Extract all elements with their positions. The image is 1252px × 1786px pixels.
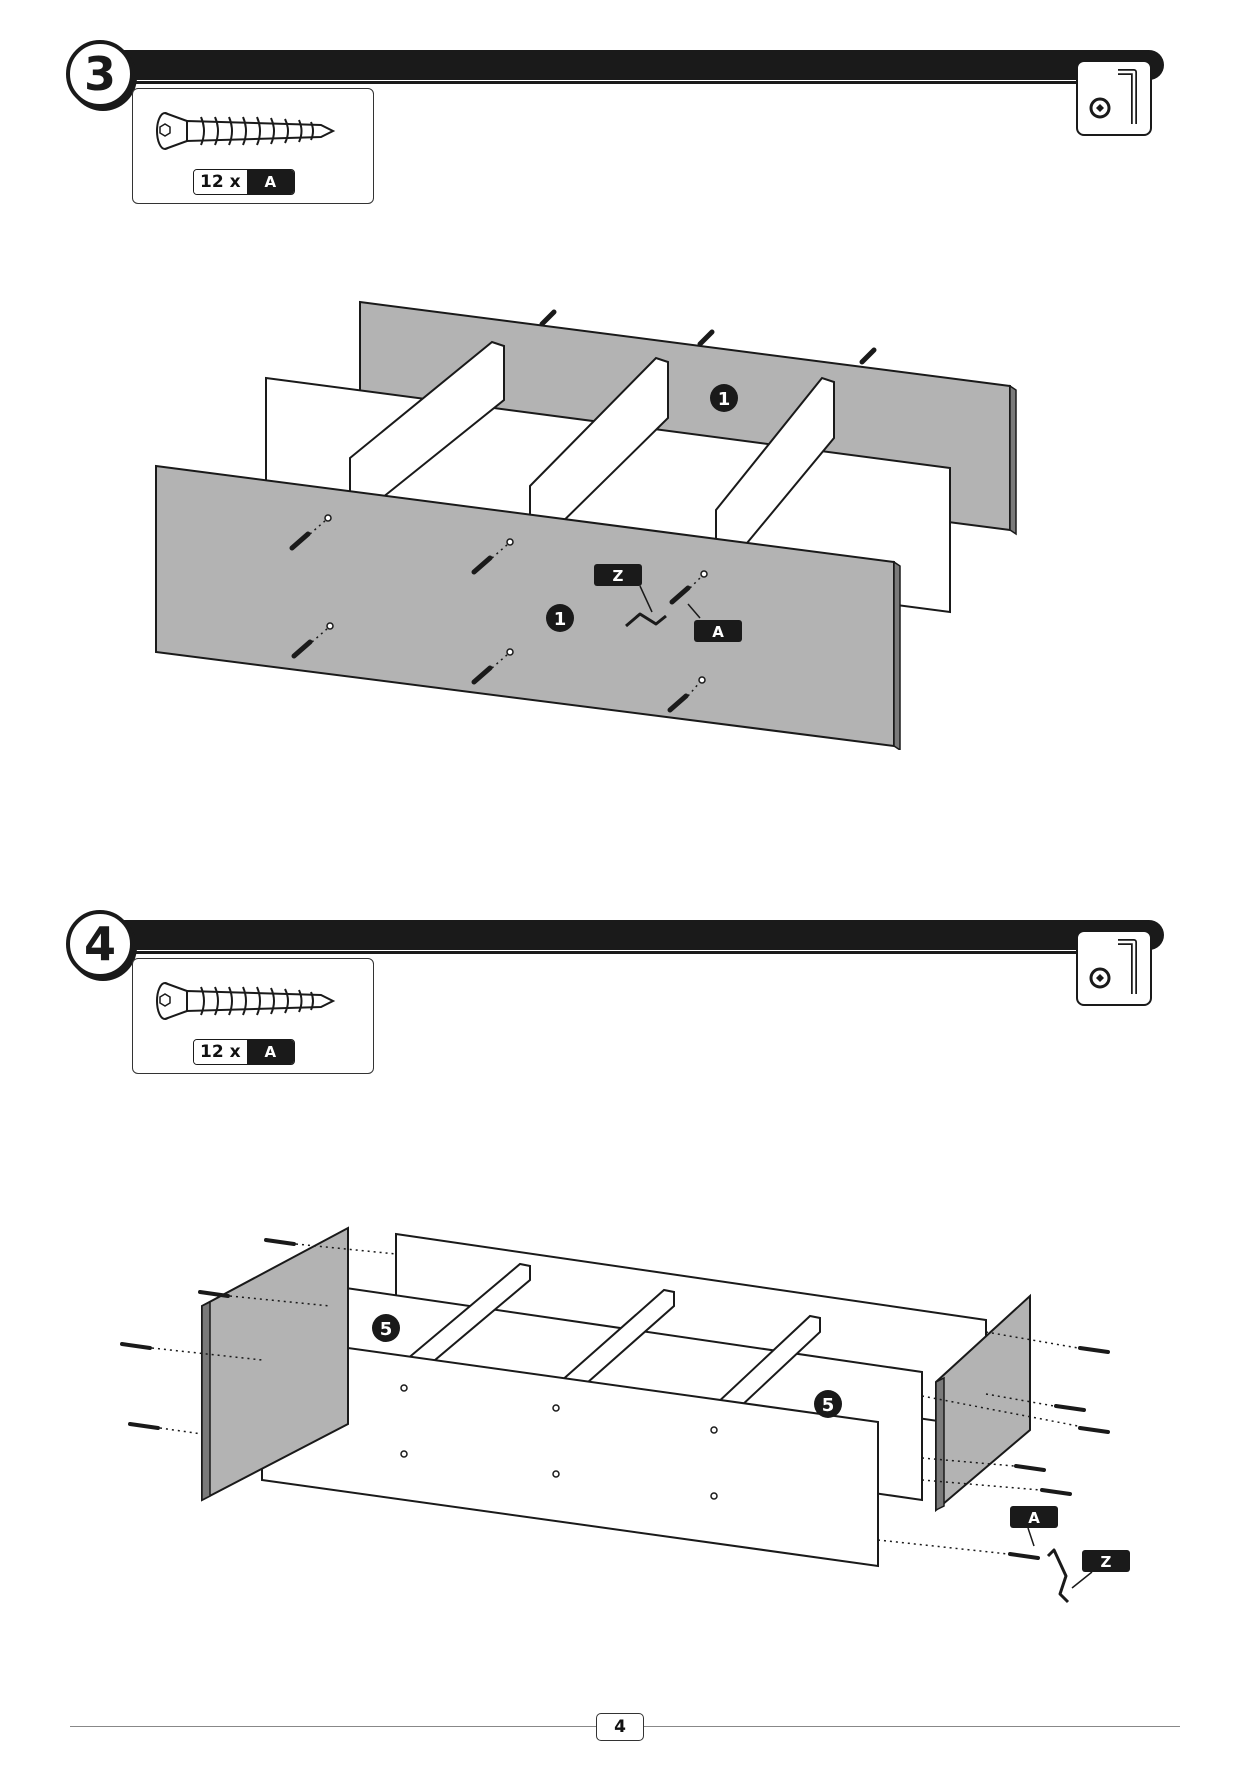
part-quantity: 12 x A xyxy=(193,169,296,195)
part-quantity: 12 x A xyxy=(193,1039,296,1065)
quantity-count: 12 x xyxy=(194,1040,247,1064)
allen-key-icon xyxy=(1076,930,1152,1006)
parts-box: 12 x A xyxy=(132,958,374,1074)
part-label: A xyxy=(246,170,295,194)
page-number: 4 xyxy=(596,1713,644,1741)
panel-callout: 1 xyxy=(554,609,567,630)
panel-callout: 5 xyxy=(380,1319,393,1340)
step-header-bar xyxy=(104,920,1164,954)
step-4-assembly-diagram: 5 5 A Z xyxy=(120,1226,1130,1604)
step-number: 4 xyxy=(66,910,134,978)
part-tag: A xyxy=(712,623,724,641)
tool-tag: Z xyxy=(613,567,624,585)
step-4: 4 12 x A xyxy=(60,910,1182,1130)
step-number: 3 xyxy=(66,40,134,108)
screw-icon xyxy=(156,112,336,150)
quantity-count: 12 x xyxy=(194,170,247,194)
part-tag: A xyxy=(1028,1509,1040,1527)
screw-icon xyxy=(156,982,336,1020)
step-header-bar xyxy=(104,50,1164,84)
allen-key-icon xyxy=(1076,60,1152,136)
step-3: 3 12 x A xyxy=(60,40,1182,260)
footer-rule-left xyxy=(70,1726,596,1727)
parts-box: 12 x A xyxy=(132,88,374,204)
part-label: A xyxy=(246,1040,295,1064)
panel-callout: 5 xyxy=(822,1395,835,1416)
footer-rule-right xyxy=(644,1726,1180,1727)
tool-tag: Z xyxy=(1101,1553,1112,1571)
panel-callout: 1 xyxy=(718,389,731,410)
step-3-assembly-diagram: 1 1 Z A xyxy=(155,300,1017,750)
